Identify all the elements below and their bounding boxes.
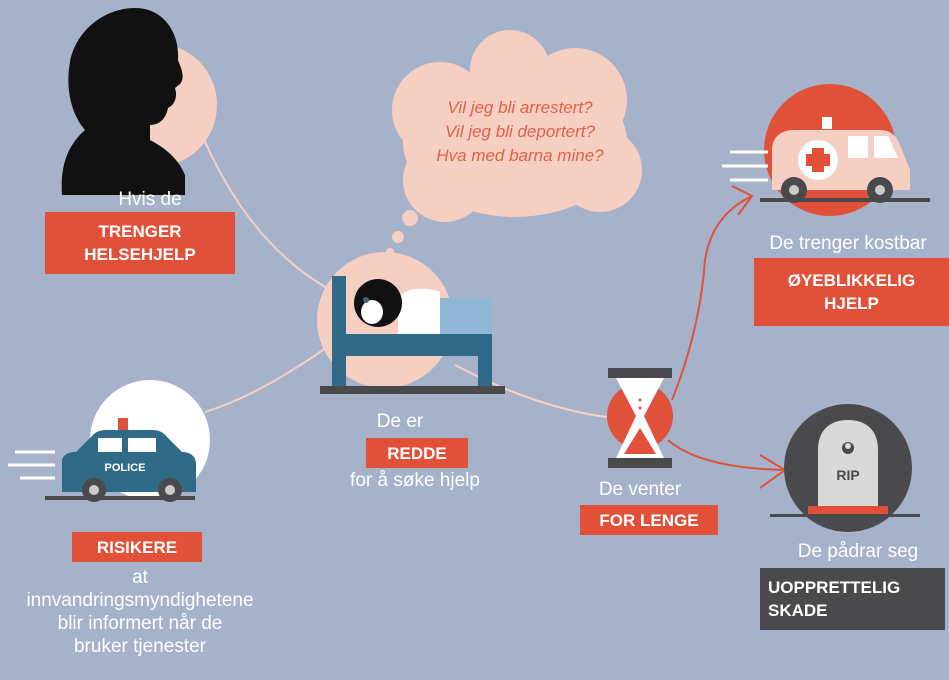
red-arrows [667,185,787,489]
arrow-head-tombstone [759,454,787,489]
wait-tag: FOR LENGE [580,505,718,535]
damage-tag: UOPPRETTELIG SKADE [760,568,945,630]
connector-lines [199,129,616,419]
police-label: POLICE [104,462,146,474]
damage-tag-line-2: SKADE [768,601,828,620]
risk-line-1: at [132,567,148,588]
thought-line-3: Hva med barna mine? [436,146,604,165]
police-car-icon [8,380,210,502]
afraid-outro: for å søke hjelp [350,470,480,491]
wait-intro: De venter [598,479,682,500]
arrow-to-tombstone [667,439,786,471]
line-head-to-bed [199,129,341,296]
afraid-tag: REDDE [366,438,468,468]
arrow-to-ambulance [671,195,753,401]
afraid-intro: De er [376,411,424,432]
thought-text: Vil jeg bli arrestert? Vil jeg bli depor… [402,96,638,168]
need-tag: TRENGER HELSEHJELP [45,212,235,274]
damage-intro: De pådrar seg [797,541,919,562]
emergency-tag-line-2: HJELP [824,294,879,313]
thought-cloud-icon [386,30,642,256]
line-police-to-bed [204,344,331,413]
emergency-tag-line-1: ØYEBLIKKELIG [787,271,916,290]
emergency-intro: De trenger kostbar [769,233,927,254]
risk-line-2: innvandringsmyndighetene [26,590,254,611]
thought-line-2: Vil jeg bli deportert? [445,122,595,141]
hourglass-icon [607,368,673,468]
risk-line-3: blir informert når de [57,613,223,634]
emergency-tag: ØYEBLIKKELIG HJELP [754,258,949,326]
bed-with-patient-icon [317,252,505,394]
damage-tag-line-1: UOPPRETTELIG [768,578,901,597]
need-tag-line-1: TRENGER [98,222,182,241]
thought-line-1: Vil jeg bli arrestert? [447,98,593,117]
risk-text: at innvandringsmyndighetene blir informe… [0,566,280,658]
tombstone-icon [770,404,920,532]
ambulance-icon [722,84,930,216]
arrow-head-ambulance [731,185,754,216]
rip-label: RIP [836,467,860,483]
head-silhouette-icon [61,8,217,195]
line-bed-to-hourglass [454,364,616,419]
risk-tag: RISIKERE [72,532,202,562]
need-tag-line-2: HELSEHJELP [84,245,196,264]
risk-line-4: bruker tjenester [73,636,206,657]
need-intro: Hvis de [118,189,182,210]
